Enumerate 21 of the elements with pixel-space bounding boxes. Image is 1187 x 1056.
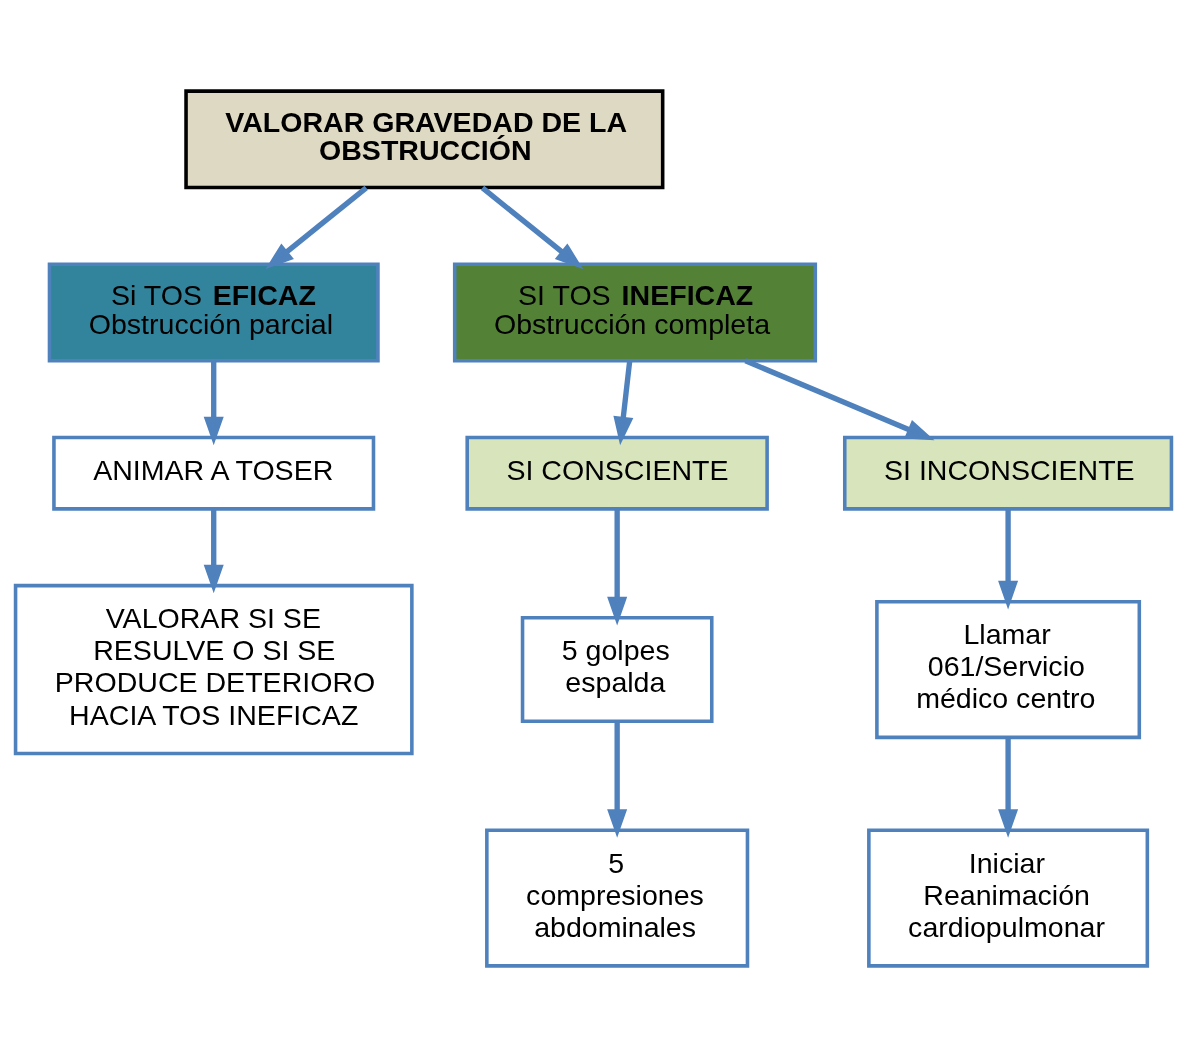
node-box: SI TOS INEFICAZ Obstrucción completa <box>452 262 818 362</box>
arrow <box>998 508 1019 609</box>
arrow <box>203 360 224 445</box>
arrow <box>480 185 584 269</box>
node-box: VALORAR GRAVEDAD DE LA OBSTRUCCIÓN <box>184 88 665 189</box>
node-box: Si TOS EFICAZ Obstrucción parcial <box>47 262 380 362</box>
arrow <box>203 508 224 593</box>
node-box: 5 golpes espalda <box>520 615 714 723</box>
node-box: SI INCONSCIENTE <box>842 435 1174 511</box>
node-box: 5 compresiones abdominales <box>485 827 750 968</box>
arrow <box>607 721 628 838</box>
arrow <box>265 185 368 269</box>
arrow <box>607 508 628 625</box>
arrow <box>744 357 935 440</box>
node-box: ANIMAR A TOSER <box>52 435 376 511</box>
node-box: SI CONSCIENTE <box>465 435 769 511</box>
node-box: Iniciar Reanimación cardiopulmonar <box>867 827 1150 968</box>
node-box: Llamar 061/Servicio médico centro <box>875 599 1142 739</box>
node-box: VALORAR SI SE RESULVE O SI SE PRODUCE DETERIORO HACIA TOS INEFICAZ <box>13 583 414 755</box>
arrow <box>613 360 634 445</box>
arrow <box>998 737 1019 838</box>
